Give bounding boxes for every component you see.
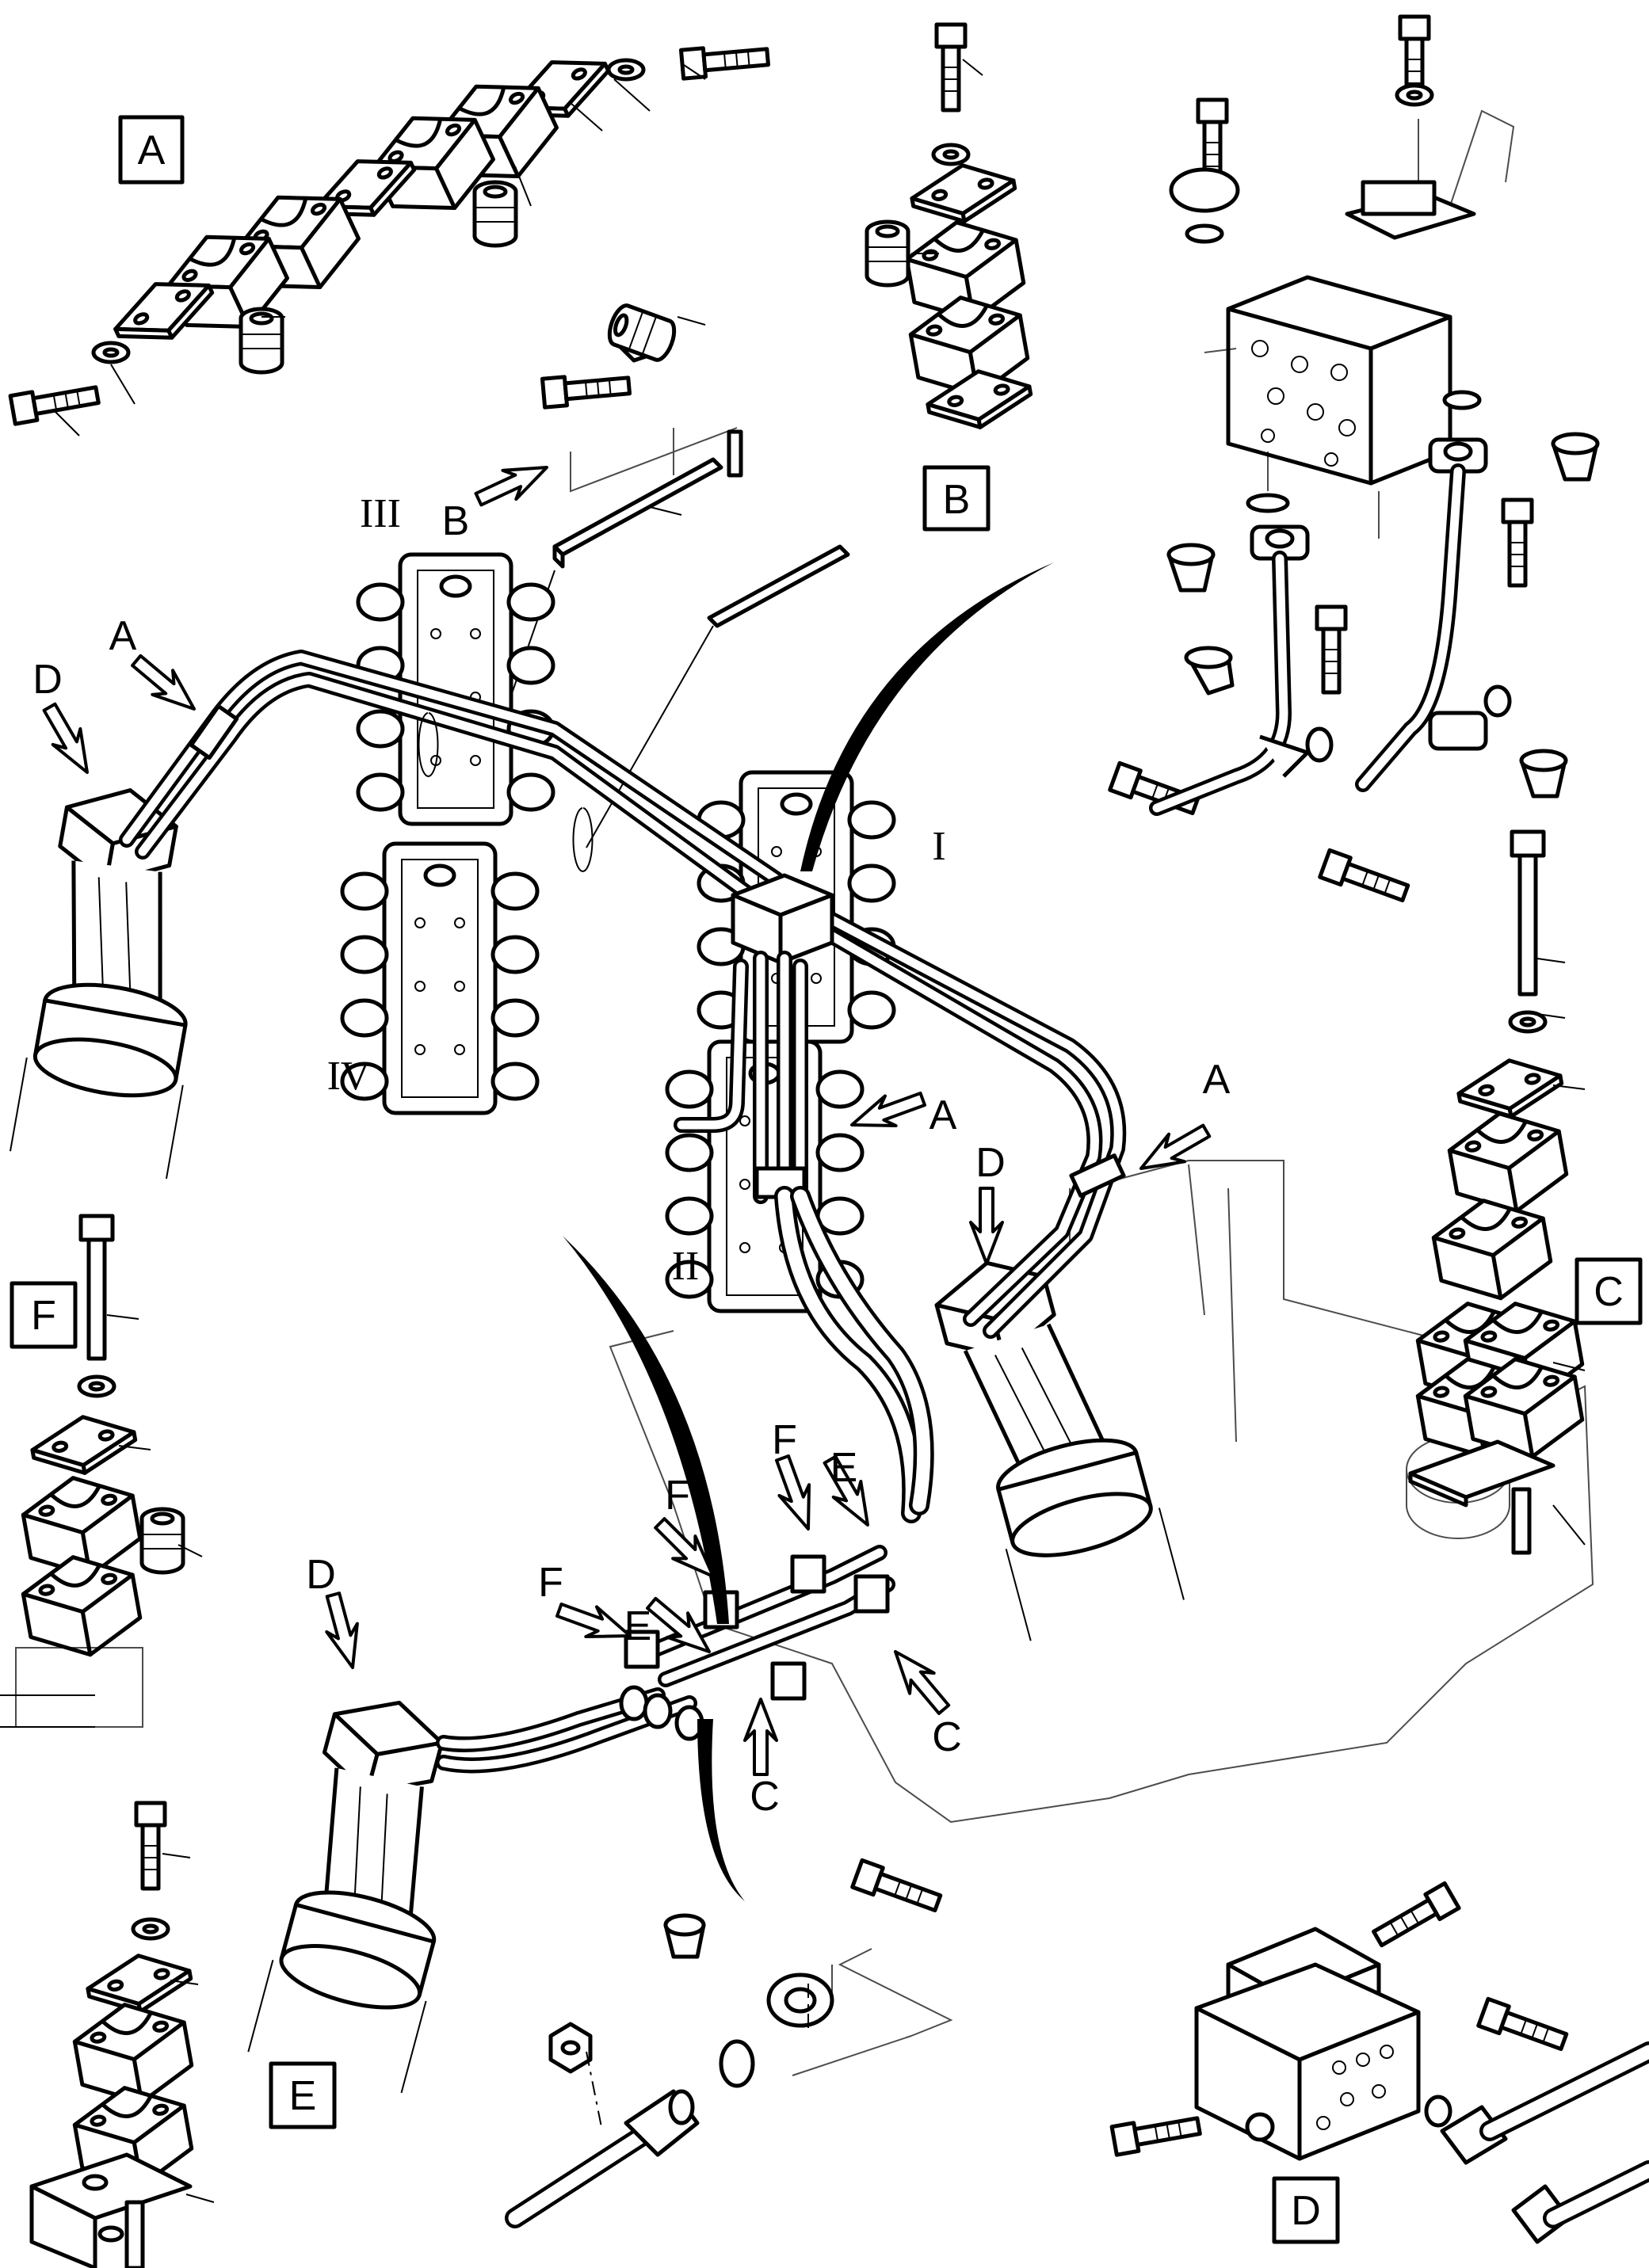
detail-b-exploded-clamp-parts	[867, 25, 1035, 436]
detail-c-label: C	[1594, 1269, 1624, 1315]
valve-bank-label-iii: III	[360, 491, 401, 536]
callout-label-b: B	[442, 498, 470, 544]
detail-d-label: D	[1291, 2188, 1321, 2234]
callout-arrow-b	[470, 451, 555, 516]
callout-arrow-d-bottom	[316, 1589, 370, 1674]
callout-label-a-center: A	[929, 1092, 957, 1138]
callout-label-f-2: F	[665, 1473, 690, 1519]
hose-run-center	[674, 951, 934, 1523]
pipe-run-upper-left	[119, 650, 784, 911]
valve-bank-label-i: I	[932, 824, 945, 869]
hose-end-fitting-detail	[505, 1860, 942, 2228]
callout-arrow-c-right	[881, 1640, 958, 1721]
valve-block-exploded-assembly	[1110, 17, 1600, 906]
valve-bank-label-iv: IV	[327, 1054, 371, 1099]
callout-label-d-bottom: D	[306, 1552, 336, 1598]
detail-c-exploded-clamp-parts	[1408, 829, 1587, 1555]
callout-arrow-d-right	[969, 1187, 1004, 1265]
callout-label-c-lower: C	[750, 1774, 780, 1820]
callout-label-a-right: A	[1203, 1057, 1231, 1103]
pipe-run-right	[792, 895, 1127, 1339]
callout-arrow-a-upper-left	[124, 646, 206, 723]
callout-label-a-upper-left: A	[109, 613, 137, 659]
callout-arrow-f-3	[552, 1593, 637, 1652]
detail-a-label-box	[118, 115, 185, 185]
detail-a-label: A	[138, 128, 166, 173]
valve-bank-label-ii: II	[672, 1244, 700, 1289]
bracket-channels	[491, 303, 850, 848]
valve-block-tube-right	[1355, 463, 1568, 799]
detail-e-label-box	[269, 2061, 337, 2129]
hydraulic-cylinder-right	[929, 1237, 1184, 1642]
callout-arrow-c-lower	[743, 1698, 778, 1776]
detail-e-exploded-clamp-parts	[29, 1803, 215, 2268]
detail-c-label-box	[1575, 1257, 1643, 1325]
detail-b-label-box	[922, 465, 991, 532]
callout-arrow-d-upper-left	[34, 697, 103, 782]
detail-f-label: F	[31, 1293, 56, 1339]
callout-label-e-2: E	[624, 1603, 652, 1649]
callout-label-d-right: D	[975, 1140, 1006, 1186]
detail-d-label-box	[1272, 2176, 1340, 2244]
valve-bank-iv	[342, 844, 537, 1113]
detail-b-label: B	[943, 477, 971, 523]
callout-label-d-upper-left: D	[32, 657, 63, 703]
detail-a-exploded-clamp-parts	[10, 16, 777, 436]
callout-label-c-right: C	[932, 1714, 962, 1760]
detail-f-exploded-clamp-parts	[0, 1214, 203, 1728]
detail-e-label: E	[289, 2073, 317, 2119]
leader-curves	[418, 562, 1054, 1901]
valve-block-tube-left	[1149, 551, 1334, 816]
callout-label-e-1: E	[830, 1445, 858, 1491]
manifold-block	[731, 873, 834, 965]
callout-label-f-1: F	[772, 1417, 797, 1463]
detail-f-label-box	[10, 1281, 78, 1349]
detail-d-valve-body-parts	[1112, 1883, 1649, 2244]
callout-arrow-f-1	[765, 1450, 825, 1536]
callout-label-f-3: F	[538, 1560, 563, 1606]
